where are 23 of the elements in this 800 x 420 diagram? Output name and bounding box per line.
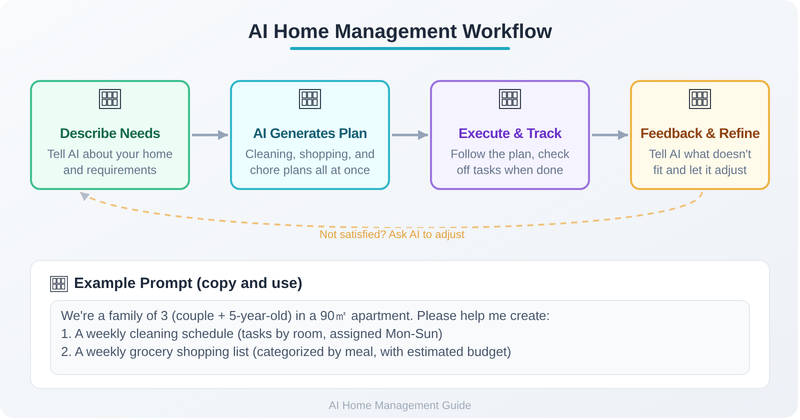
prompt-box <box>50 300 750 375</box>
step-title: AI Generates Plan <box>253 124 367 143</box>
arrow <box>592 130 628 140</box>
step-title: Describe Needs <box>60 124 160 143</box>
prompt-text-line: 2. A weekly grocery shopping list (categorized by meal, with estimated budget) <box>61 343 512 361</box>
step-card <box>430 80 590 190</box>
step-card <box>230 80 390 190</box>
step-description: Tell AI about your home and requirements <box>46 146 174 178</box>
step-description: Follow the plan, check off tasks when done <box>450 146 570 178</box>
step-card <box>30 80 190 190</box>
step-description: Cleaning, shopping, and chore plans all at once <box>244 146 376 178</box>
prompt-text-line: 1. A weekly cleaning schedule (tasks by room, assigned Mon-Sun) <box>61 325 443 343</box>
prompt-text-line: We're a family of 3 (couple + 5-year-old) in a 90㎡ apartment. Please help me create: <box>61 307 550 325</box>
step-title: Feedback & Refine <box>640 124 760 143</box>
footer-text: AI Home Management Guide <box>328 399 472 414</box>
arrow <box>192 130 228 140</box>
arrow <box>392 130 428 140</box>
diagram-title: AI Home Management Workflow <box>248 20 552 45</box>
step-title: Execute & Track <box>458 124 562 143</box>
prompt-panel <box>30 260 770 389</box>
panel-heading: Example Prompt (copy and use) <box>74 274 302 294</box>
step-description: Tell AI what doesn't fit and let it adjust <box>648 146 752 178</box>
step-card <box>630 80 770 190</box>
